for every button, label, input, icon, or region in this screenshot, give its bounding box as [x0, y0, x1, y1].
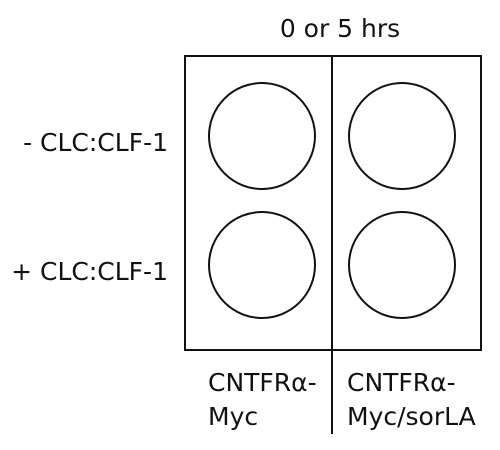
well-minus-cntfr-myc: [208, 82, 316, 190]
well-plus-cntfr-myc: [208, 211, 316, 319]
row-label-plus-clc-clf1: + CLC:CLF-1: [11, 257, 168, 286]
column-label-cntfr-myc-line1: CNTFRα-: [208, 368, 317, 397]
column-label-cntfr-myc: CNTFRα- Myc: [208, 366, 317, 434]
column-label-cntfr-myc-line2: Myc: [208, 402, 259, 431]
column-label-cntfr-myc-sorla-line2: Myc/sorLA: [347, 402, 476, 431]
time-label: 0 or 5 hrs: [279, 14, 401, 43]
row-label-minus-clc-clf1: - CLC:CLF-1: [23, 128, 168, 157]
well-minus-cntfr-myc-sorla: [348, 82, 456, 190]
column-label-cntfr-myc-sorla: CNTFRα- Myc/sorLA: [347, 366, 476, 434]
column-label-cntfr-myc-sorla-line1: CNTFRα-: [347, 368, 456, 397]
well-plus-cntfr-myc-sorla: [348, 211, 456, 319]
